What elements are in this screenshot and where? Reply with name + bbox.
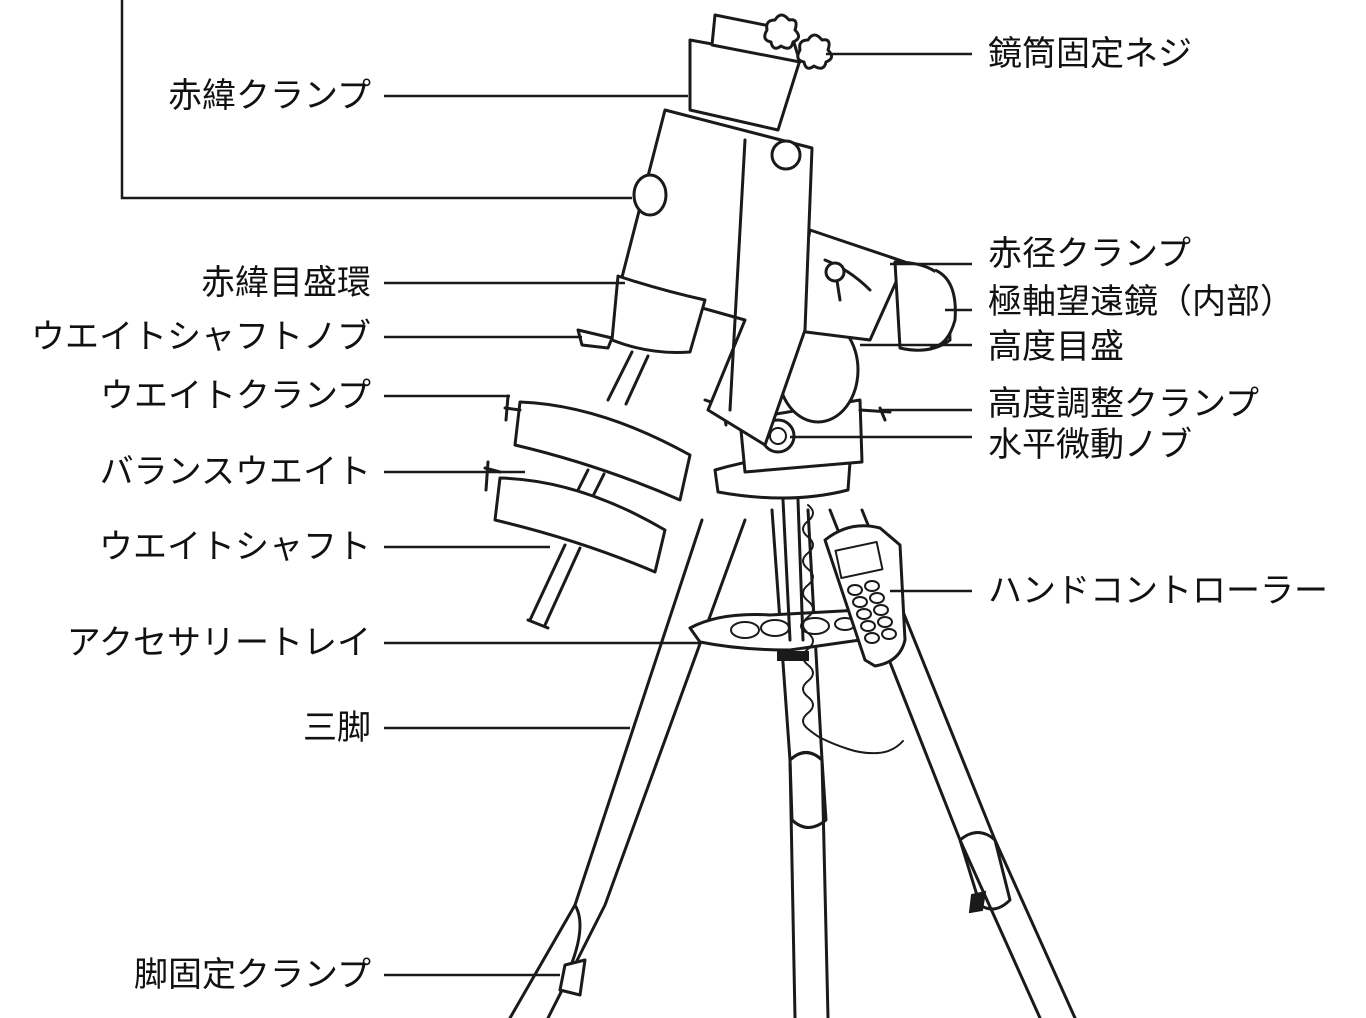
label-azimuth-fine-knob: 水平微動ノブ bbox=[988, 425, 1192, 465]
label-weight-clamp: ウエイトクランプ bbox=[100, 376, 371, 416]
hand-controller-illustration bbox=[823, 524, 907, 668]
label-tube-lock-screw: 鏡筒固定ネジ bbox=[988, 34, 1192, 74]
leader-lines bbox=[120, 0, 972, 977]
label-polar-scope: 極軸望遠鏡（内部） bbox=[988, 282, 1294, 322]
leg-lock-clamp-illustration bbox=[558, 890, 987, 997]
declination-housing-illustration bbox=[618, 13, 833, 447]
label-altitude-adjust-clamp: 高度調整クランプ bbox=[988, 384, 1259, 424]
accessory-tray-illustration bbox=[688, 608, 872, 661]
label-balance-weight: バランスウエイト bbox=[99, 452, 371, 492]
label-altitude-scale: 高度目盛 bbox=[988, 327, 1124, 367]
center-column-illustration bbox=[781, 498, 904, 755]
label-leg-lock-clamp: 脚固定クランプ bbox=[134, 955, 371, 995]
counterweight-illustration bbox=[483, 274, 707, 630]
label-hand-controller: ハンドコントローラー bbox=[988, 571, 1328, 611]
label-weight-shaft: ウエイトシャフト bbox=[99, 527, 371, 567]
label-dec-clamp: 赤緯クランプ bbox=[168, 76, 371, 116]
label-accessory-tray: アクセサリートレイ bbox=[66, 623, 371, 663]
label-ra-clamp: 赤径クランプ bbox=[988, 234, 1191, 274]
label-dec-setting-circle: 赤緯目盛環 bbox=[201, 263, 371, 303]
label-weight-shaft-knob: ウエイトシャフトノブ bbox=[31, 317, 371, 357]
label-tripod: 三脚 bbox=[303, 708, 371, 748]
